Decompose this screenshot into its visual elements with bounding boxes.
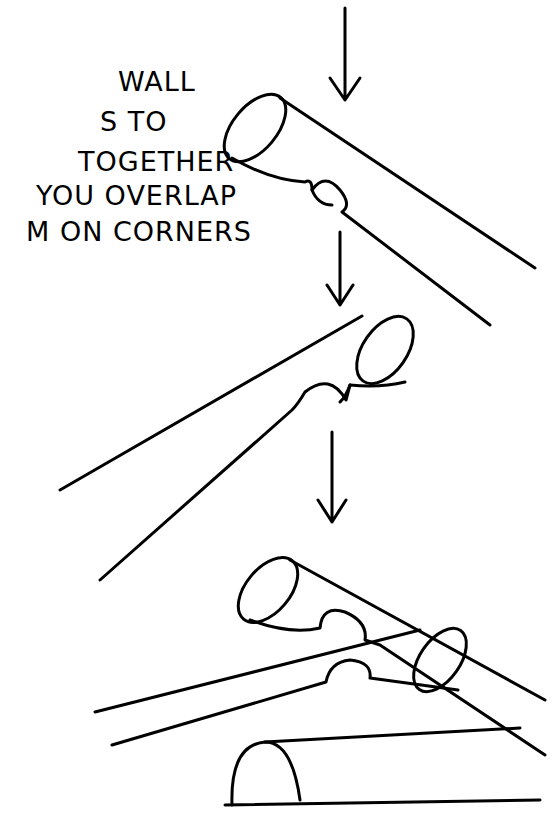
note-text: TOGETHER bbox=[78, 146, 234, 177]
note-text: WALL bbox=[118, 66, 196, 97]
note-text: YOU OVERLAP bbox=[36, 180, 237, 211]
note-text: S TO bbox=[100, 106, 167, 137]
note-text: M ON CORNERS bbox=[26, 216, 252, 247]
